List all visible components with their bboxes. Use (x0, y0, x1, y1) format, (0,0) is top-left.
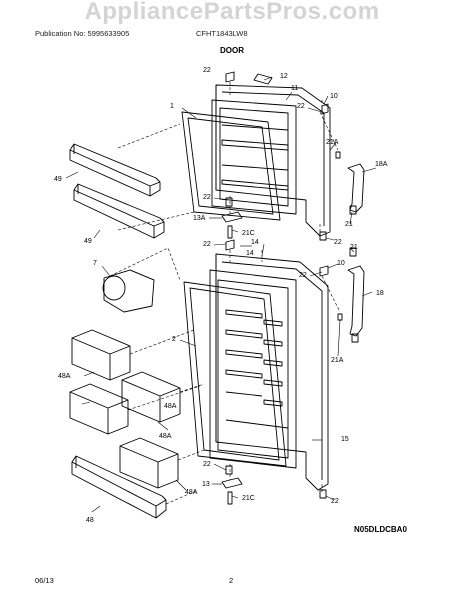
callout-15: 15 (341, 436, 349, 443)
callout-13: 13 (202, 481, 210, 488)
page-number: 2 (229, 576, 234, 585)
fresh-food-handle (347, 265, 365, 337)
callout-1: 1 (170, 103, 174, 110)
freezer-door-shelf-lower (73, 183, 165, 239)
callout-14: 14 (246, 250, 254, 257)
callout-22: 22 (299, 272, 307, 279)
callout-22: 22 (203, 194, 211, 201)
callout-22: 22 (331, 498, 339, 505)
freezer-handle (347, 163, 365, 213)
section-title: DOOR (220, 46, 244, 55)
callout-13A: 13A (193, 215, 206, 222)
callout-21: 21 (345, 221, 353, 228)
callout-49: 49 (84, 238, 92, 245)
callout-10: 10 (330, 93, 338, 100)
callout-22: 22 (203, 241, 211, 248)
callout-21C: 21C (242, 230, 255, 237)
door-bin-middle-left (69, 383, 129, 435)
door-bin-lower-right (119, 437, 179, 489)
callout-10: 10 (337, 260, 345, 267)
fresh-food-door-inner-liner (209, 269, 297, 469)
callout-22: 22 (203, 67, 211, 74)
callout-48A: 48A (185, 489, 198, 496)
callout-18A: 18A (375, 161, 388, 168)
dairy-compartment (102, 269, 155, 313)
freezer-hinge-parts (221, 71, 357, 241)
model-number: CFHT1843LW8 (196, 29, 248, 38)
callout-14: 14 (251, 239, 259, 246)
callout-2: 2 (172, 336, 176, 343)
callout-48A: 48A (159, 433, 172, 440)
footer-date: 06/13 (35, 576, 54, 585)
fresh-food-hinge-parts (221, 239, 359, 505)
fresh-food-door-gasket (183, 281, 287, 467)
callout-49: 49 (54, 176, 62, 183)
catalog-code: N05DLDCBA0 (354, 525, 407, 534)
callout-21A: 21A (326, 139, 339, 146)
callout-12: 12 (280, 73, 288, 80)
freezer-door-inner-liner (211, 99, 297, 215)
callout-22: 22 (297, 103, 305, 110)
callout-48A: 48A (58, 373, 71, 380)
freezer-door-gasket (181, 111, 281, 221)
fresh-food-door-shelf (71, 455, 167, 519)
callout-48A: 48A (164, 403, 177, 410)
publication-number: Publication No: 5995633905 (35, 29, 130, 38)
freezer-door-shelf-upper (69, 143, 161, 197)
callout-21C: 21C (242, 495, 255, 502)
callout-21: 21 (350, 244, 358, 251)
callout-22: 22 (203, 461, 211, 468)
watermark: AppliancePartsPros.com (84, 0, 380, 25)
callout-21A: 21A (331, 357, 344, 364)
callout-18: 18 (376, 290, 384, 297)
callout-7: 7 (93, 260, 97, 267)
door-bin-middle-right (121, 371, 181, 423)
callout-48: 48 (86, 517, 94, 524)
callout-labels: 22 12 11 10 22 1 21A 18A 49 49 22 13A 21… (54, 67, 388, 524)
door-bin-upper-left (71, 329, 131, 381)
callout-11: 11 (291, 85, 298, 92)
fresh-food-door-outer-panel (215, 253, 329, 491)
callout-22: 22 (334, 239, 342, 246)
